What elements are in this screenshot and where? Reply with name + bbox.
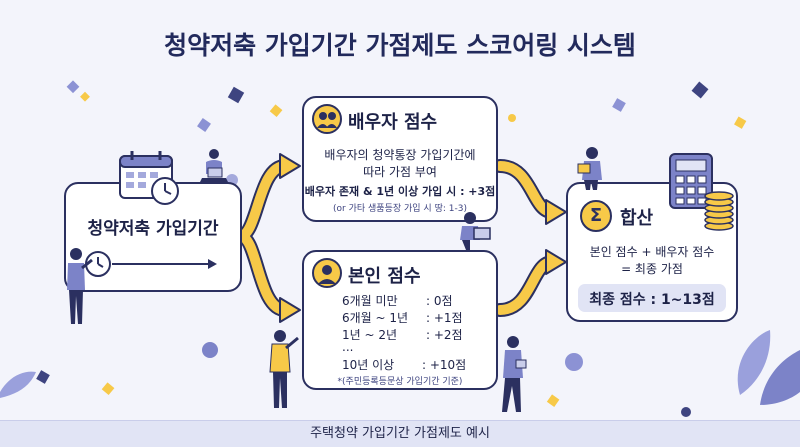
coins-icon xyxy=(704,191,734,231)
sigma-icon: Σ xyxy=(580,200,612,232)
self-row-period: ... xyxy=(342,340,354,354)
sum-title: 합산 xyxy=(620,208,654,229)
person-reading-illustration xyxy=(577,147,602,190)
self-row-period: 10년 이상 xyxy=(342,358,395,372)
self-row-score: : +2점 xyxy=(426,328,463,342)
subscription-period-label: 청약저축 가입기간 xyxy=(87,219,219,239)
self-row-score: : +10점 xyxy=(422,358,467,372)
couple-icon xyxy=(312,104,342,134)
timeline-arrow xyxy=(85,251,217,277)
self-row-period: 1년 ~ 2년 xyxy=(342,328,398,342)
person-tablet-illustration xyxy=(460,212,491,250)
calculator-icon xyxy=(669,153,713,209)
sum-formula-line1: 본인 점수 + 배우자 점수 xyxy=(589,245,715,259)
footer-caption: 주택청약 가입기간 가점제도 예시 xyxy=(0,420,800,447)
self-row-score: : +1점 xyxy=(426,311,463,325)
person-laptop-illustration xyxy=(200,149,228,182)
page-title: 청약저축 가입기간 가점제도 스코어링 시스템 xyxy=(164,31,636,60)
spouse-note: (or 가타 생품등장 가입 시 땅: 1-3) xyxy=(333,204,467,214)
person-icon xyxy=(312,258,342,288)
self-row-period: 6개월 미만 xyxy=(342,294,398,308)
self-row-score: : 0점 xyxy=(426,294,453,308)
person-walking-illustration xyxy=(502,336,527,412)
sigma-symbol: Σ xyxy=(589,205,603,226)
spouse-desc-line2: 따라 가점 부여 xyxy=(363,165,437,179)
self-row-period: 6개월 ~ 1년 xyxy=(342,311,409,325)
final-score-badge xyxy=(578,284,726,312)
self-note: *(주민등록등문상 가입기간 기준) xyxy=(337,377,463,387)
person-pointing-illustration xyxy=(269,330,299,408)
sum-formula-line2: = 최종 가점 xyxy=(621,262,683,276)
self-score-title: 본인 점수 xyxy=(348,266,421,287)
clock-icon xyxy=(151,177,179,205)
spouse-desc-line1: 배우자의 청약통장 가입기간에 xyxy=(324,148,476,162)
final-score-text: 최종 점수 : 1~13점 xyxy=(589,292,715,308)
person-pointing-illustration xyxy=(67,248,93,324)
spouse-score-title: 배우자 점수 xyxy=(348,112,438,133)
spouse-rule: 배우자 존재 & 1년 이상 가입 시 : +3점 xyxy=(304,185,496,198)
